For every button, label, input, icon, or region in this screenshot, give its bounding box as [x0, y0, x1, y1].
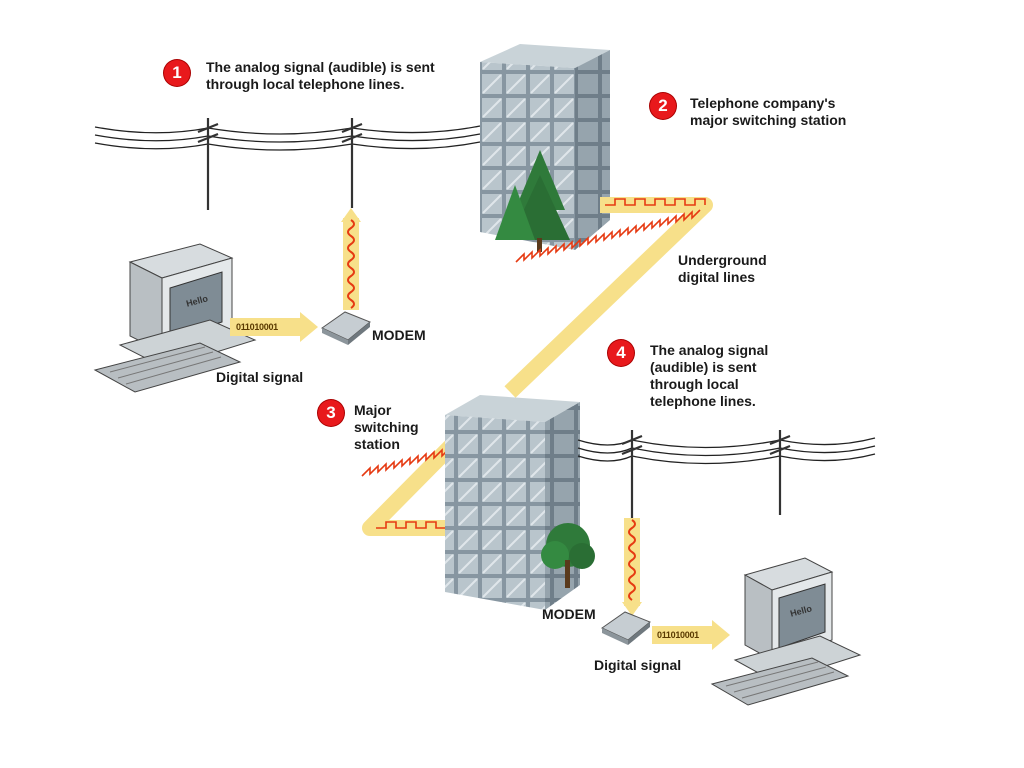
step-2-badge: 2 — [650, 93, 676, 119]
step-3-line-1: Major — [354, 402, 392, 418]
underground-line-2: digital lines — [678, 269, 756, 285]
bottom-analog-signal — [622, 518, 642, 616]
step-3-line-2: switching — [354, 419, 419, 435]
modem-top-label: MODEM — [372, 327, 426, 343]
bottom-modem — [600, 611, 651, 645]
top-trees — [495, 150, 570, 252]
step-1-badge: 1 — [164, 60, 190, 86]
top-modem — [320, 311, 371, 345]
left-digital-arrow — [230, 312, 318, 342]
bottom-tree — [541, 523, 595, 588]
underground-digital-path — [361, 197, 713, 536]
step-4-badge: 4 — [608, 340, 634, 366]
step-1-line-1: The analog signal (audible) is sent — [206, 59, 435, 75]
step-3-badge: 3 — [318, 400, 344, 426]
step-3-line-3: station — [354, 436, 400, 452]
modem-bottom-label: MODEM — [542, 606, 596, 622]
top-power-lines — [94, 125, 481, 151]
step-4-line-4: telephone lines. — [650, 393, 756, 409]
step-2-line-2: major switching station — [690, 112, 847, 128]
binary-left: 011010001 — [236, 322, 278, 332]
step-1-text: The analog signal (audible) is sent thro… — [206, 59, 435, 93]
bottom-power-lines — [577, 437, 876, 465]
digital-signal-right-label: Digital signal — [594, 657, 682, 673]
underground-line-1: Underground — [678, 252, 767, 268]
step-1-line-2: through local telephone lines. — [206, 76, 405, 92]
right-computer — [710, 557, 862, 706]
top-poles — [197, 118, 363, 210]
left-computer — [93, 243, 257, 393]
step-3-text: Major switching station — [354, 402, 419, 453]
step-4-line-2: (audible) is sent — [650, 359, 757, 375]
binary-right: 011010001 — [657, 630, 699, 640]
right-digital-arrow — [652, 620, 730, 650]
step-4-text: The analog signal (audible) is sent thro… — [650, 342, 768, 410]
digital-signal-left-label: Digital signal — [216, 369, 304, 385]
step-2-text: Telephone company's major switching stat… — [690, 95, 846, 129]
step-4-line-3: through local — [650, 376, 739, 392]
top-analog-signal — [341, 208, 361, 310]
bottom-building — [445, 395, 580, 610]
bottom-poles — [621, 430, 791, 520]
underground-label: Underground digital lines — [678, 252, 767, 286]
step-4-line-1: The analog signal — [650, 342, 769, 358]
step-2-line-1: Telephone company's — [690, 95, 836, 111]
